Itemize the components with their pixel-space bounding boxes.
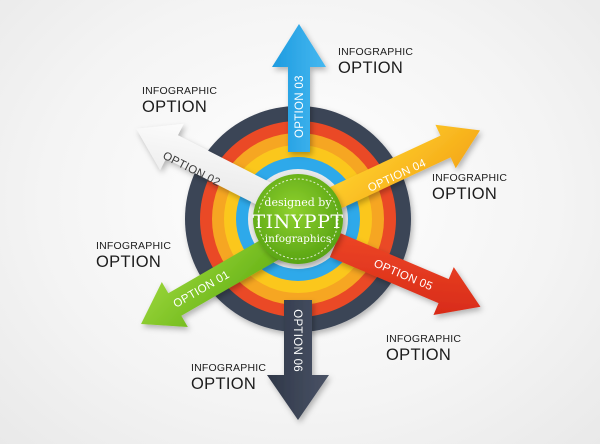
arrow-label-06: OPTION 06: [291, 309, 303, 372]
label-small: INFOGRAPHIC: [191, 362, 267, 374]
label-big: OPTION: [386, 345, 452, 364]
label-big: OPTION: [96, 252, 162, 271]
arrow-option-06: OPTION 06: [267, 300, 329, 420]
label-small: INFOGRAPHIC: [142, 85, 218, 97]
label-option-01: INFOGRAPHIC OPTION: [96, 241, 171, 270]
label-big: OPTION: [191, 374, 257, 393]
label-small: INFOGRAPHIC: [432, 172, 508, 184]
label-small: INFOGRAPHIC: [338, 46, 414, 58]
label-small: INFOGRAPHIC: [386, 333, 462, 345]
arrow-label-03: OPTION 03: [294, 75, 306, 138]
label-option-06: INFOGRAPHIC OPTION: [191, 363, 266, 392]
label-big: OPTION: [338, 58, 404, 77]
center-badge: [253, 174, 343, 264]
label-small: INFOGRAPHIC: [96, 240, 172, 252]
badge-line2: TINYPPT: [252, 211, 343, 233]
badge-line1: designed by: [264, 196, 332, 209]
label-big: OPTION: [142, 97, 208, 116]
label-option-05: INFOGRAPHIC OPTION: [386, 334, 461, 363]
label-big: OPTION: [432, 184, 498, 203]
label-option-03: INFOGRAPHIC OPTION: [338, 47, 413, 76]
label-option-02: INFOGRAPHIC OPTION: [142, 86, 217, 115]
label-option-04: INFOGRAPHIC OPTION: [432, 173, 507, 202]
badge-line3: infographics: [265, 233, 331, 245]
arrow-option-03: OPTION 03: [272, 24, 326, 152]
